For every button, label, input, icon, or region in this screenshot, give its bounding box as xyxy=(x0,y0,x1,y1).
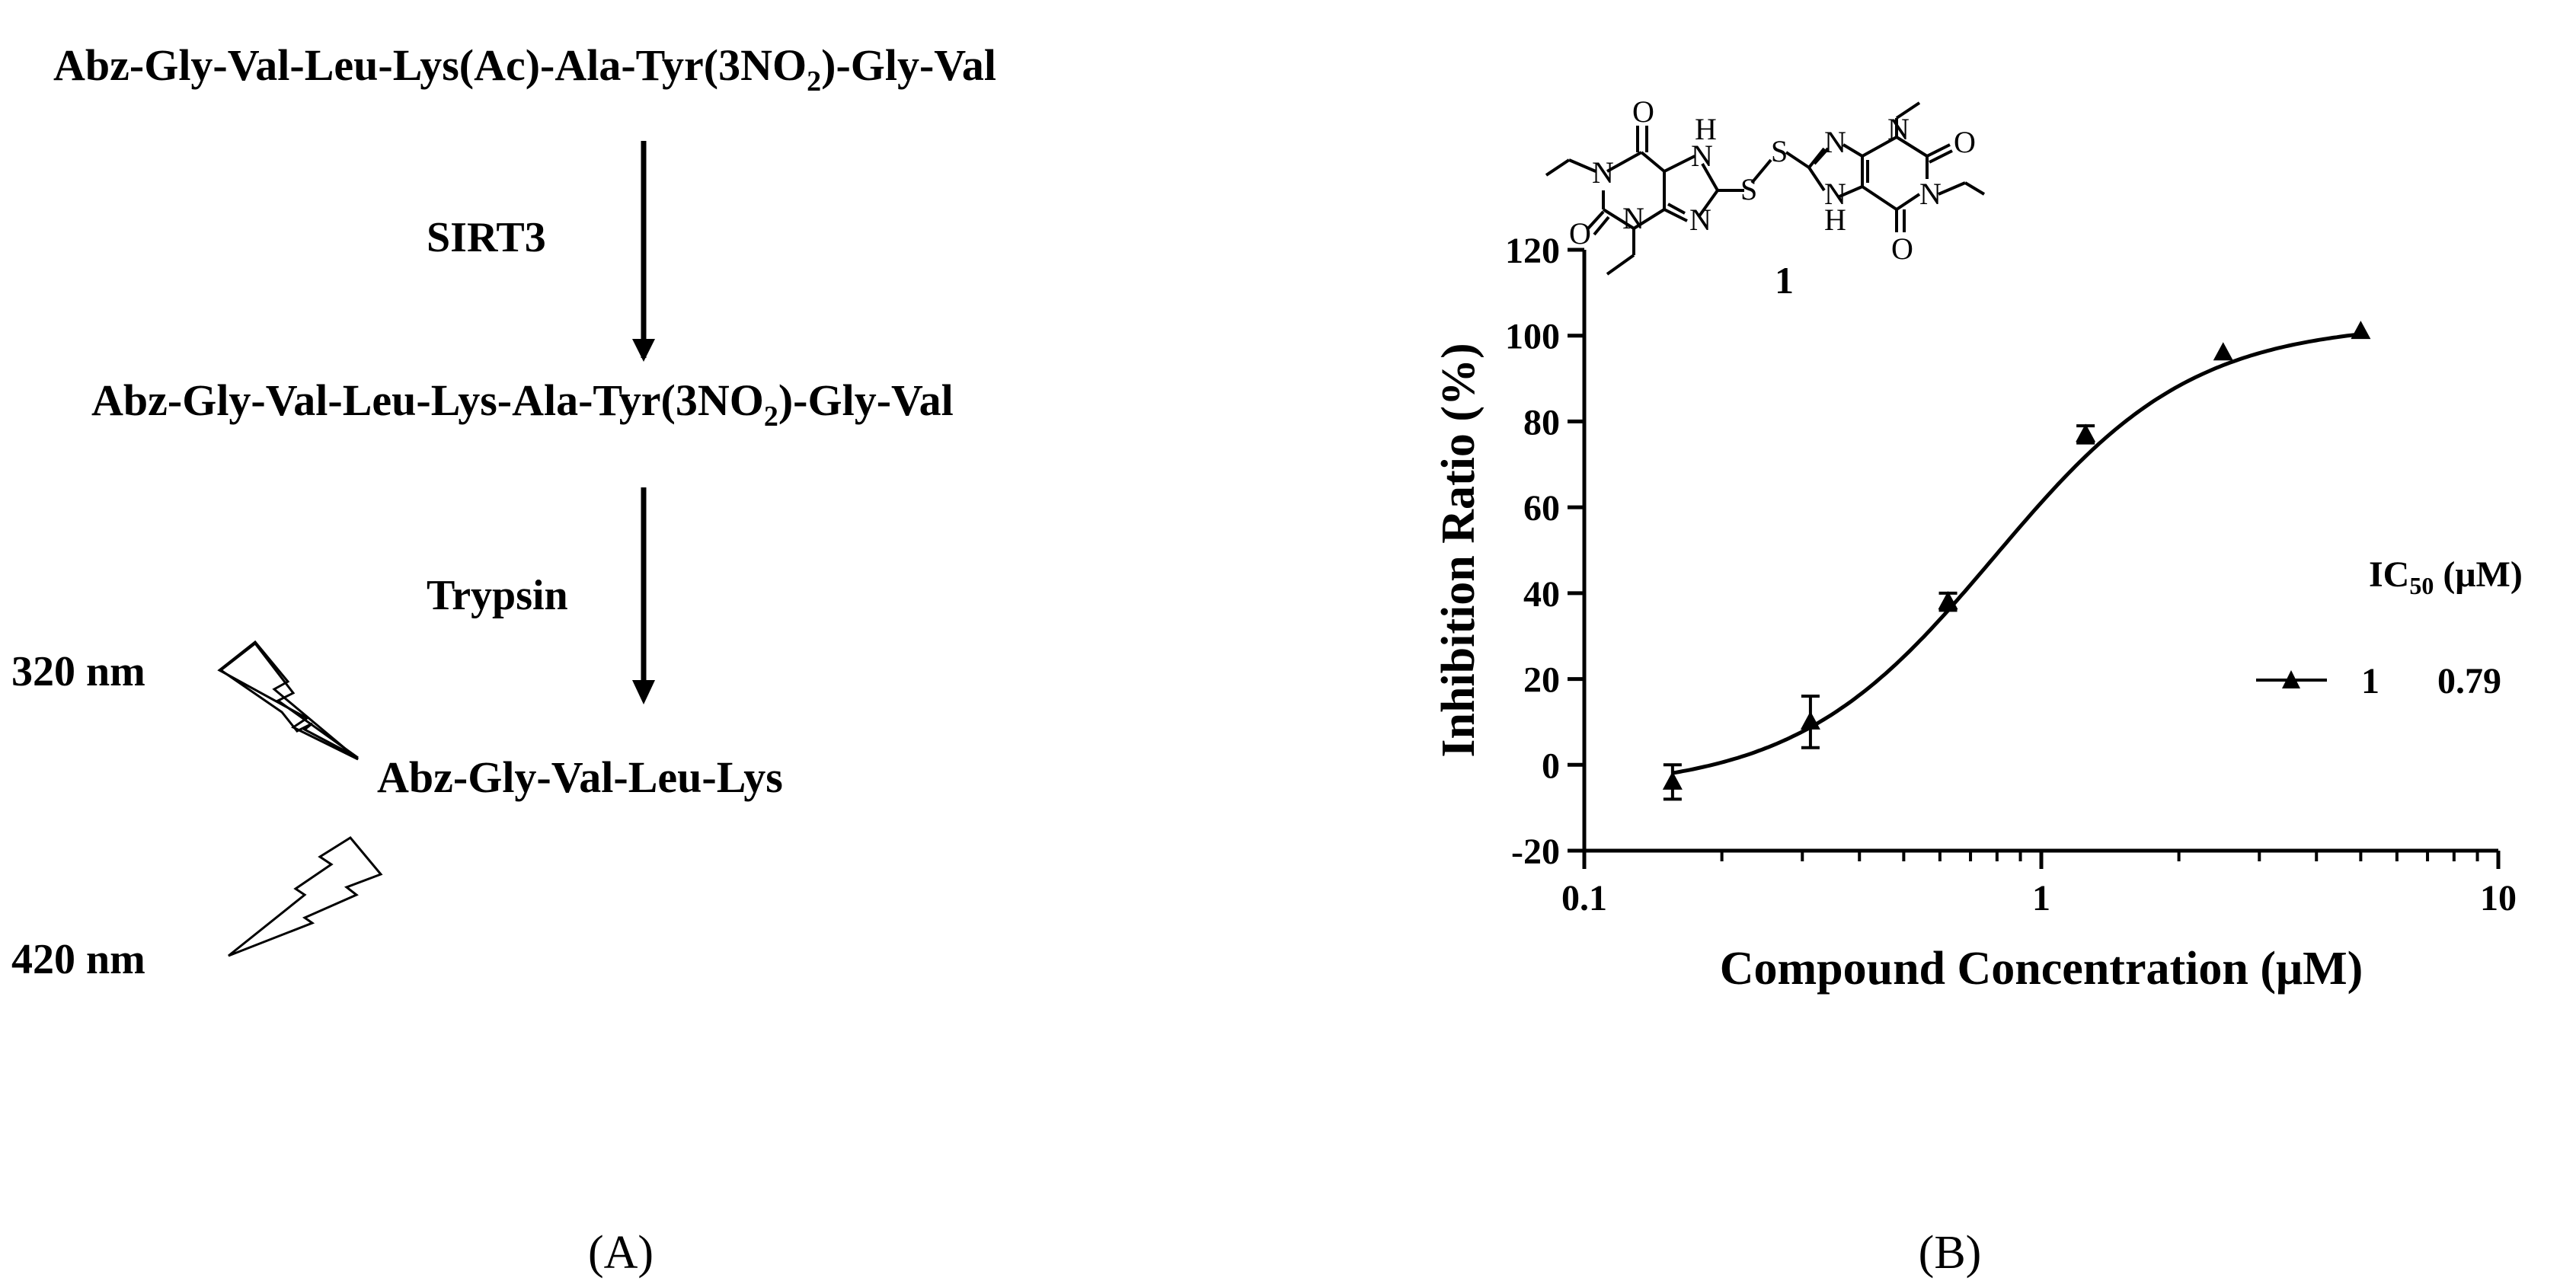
x-tick-label: 0.1 xyxy=(1561,878,1607,918)
data-point-triangle xyxy=(2351,321,2371,340)
arrowhead-step2 xyxy=(632,680,655,704)
fit-curve xyxy=(1672,332,2361,775)
atom-o: O xyxy=(1954,125,1976,159)
arrowhead-step1 xyxy=(632,339,655,362)
y-tick-label: 20 xyxy=(1523,660,1560,701)
atom-o: O xyxy=(1569,216,1591,251)
excitation-wavelength: 320 nm xyxy=(11,648,145,695)
compound-1-atoms: O N O N H N N S S N N H N O N O xyxy=(1569,94,1976,266)
x-axis-label: Compound Concentration (μM) xyxy=(1720,943,2363,995)
atom-n: N xyxy=(1824,177,1846,211)
data-point-triangle xyxy=(1938,591,1958,610)
y-tick-label: 80 xyxy=(1523,402,1560,442)
y-tick-label: 40 xyxy=(1523,574,1560,615)
excitation-bolt-outline xyxy=(217,640,359,761)
y-tick-label: -20 xyxy=(1511,832,1560,872)
emission-wavelength: 420 nm xyxy=(11,936,145,983)
atom-h: H xyxy=(1824,203,1846,237)
atom-s: S xyxy=(1771,134,1788,168)
product-text: Abz-Gly-Val-Leu-Lys xyxy=(377,752,783,802)
enzyme-trypsin-label: Trypsin xyxy=(427,572,568,619)
atom-n: N xyxy=(1622,201,1644,235)
data-point-triangle xyxy=(2213,342,2233,361)
legend-ic50-value: 0.79 xyxy=(2437,661,2501,701)
atom-n: N xyxy=(1689,203,1711,237)
atom-n: N xyxy=(1824,125,1846,159)
atom-o: O xyxy=(1891,232,1913,266)
compound-number-label: 1 xyxy=(1775,259,1794,302)
atom-n: N xyxy=(1887,112,1910,146)
compound-1-structure xyxy=(1545,101,1986,276)
excitation-bolt-icon xyxy=(219,641,359,759)
atom-s: S xyxy=(1740,172,1757,206)
substrate-text: Abz-Gly-Val-Leu-Lys(Ac)-Ala-Tyr(3NO2)-Gl… xyxy=(53,40,996,97)
y-tick-label: 100 xyxy=(1505,317,1560,357)
atom-n: N xyxy=(1691,139,1713,173)
panel-a: Abz-Gly-Val-Leu-Lys(Ac)-Ala-Tyr(3NO2)-Gl… xyxy=(11,40,996,1279)
chart-legend: IC50 (μM) 1 0.79 xyxy=(2256,554,2523,701)
panel-b: O N O N H N N S S N N H N O N O 1 -20 0 20… xyxy=(1433,94,2523,1279)
atom-n: N xyxy=(1592,155,1614,190)
y-tick-label: 0 xyxy=(1542,746,1560,786)
data-point-triangle xyxy=(2076,423,2096,442)
x-tick-label: 10 xyxy=(2480,878,2517,918)
atom-h: H xyxy=(1695,112,1717,146)
legend-series-name: 1 xyxy=(2361,661,2379,701)
legend-triangle-icon xyxy=(2282,670,2300,688)
atom-o: O xyxy=(1632,94,1654,129)
y-tick-label: 120 xyxy=(1505,231,1560,271)
y-axis-label: Inhibition Ratio (%) xyxy=(1433,343,1485,757)
intermediate-text: Abz-Gly-Val-Leu-Lys-Ala-Tyr(3NO2)-Gly-Va… xyxy=(91,375,954,433)
data-point-triangle xyxy=(1662,771,1683,790)
panel-b-label: (B) xyxy=(1919,1227,1982,1279)
legend-header: IC50 (μM) xyxy=(2369,554,2523,599)
data-point-triangle xyxy=(1800,711,1820,730)
panel-a-label: (A) xyxy=(588,1227,654,1279)
emission-bolt-icon xyxy=(228,836,383,957)
enzyme-sirt3-label: SIRT3 xyxy=(427,214,546,261)
y-tick-label: 60 xyxy=(1523,488,1560,529)
x-tick-label: 1 xyxy=(2032,878,2050,918)
atom-n: N xyxy=(1919,177,1942,211)
